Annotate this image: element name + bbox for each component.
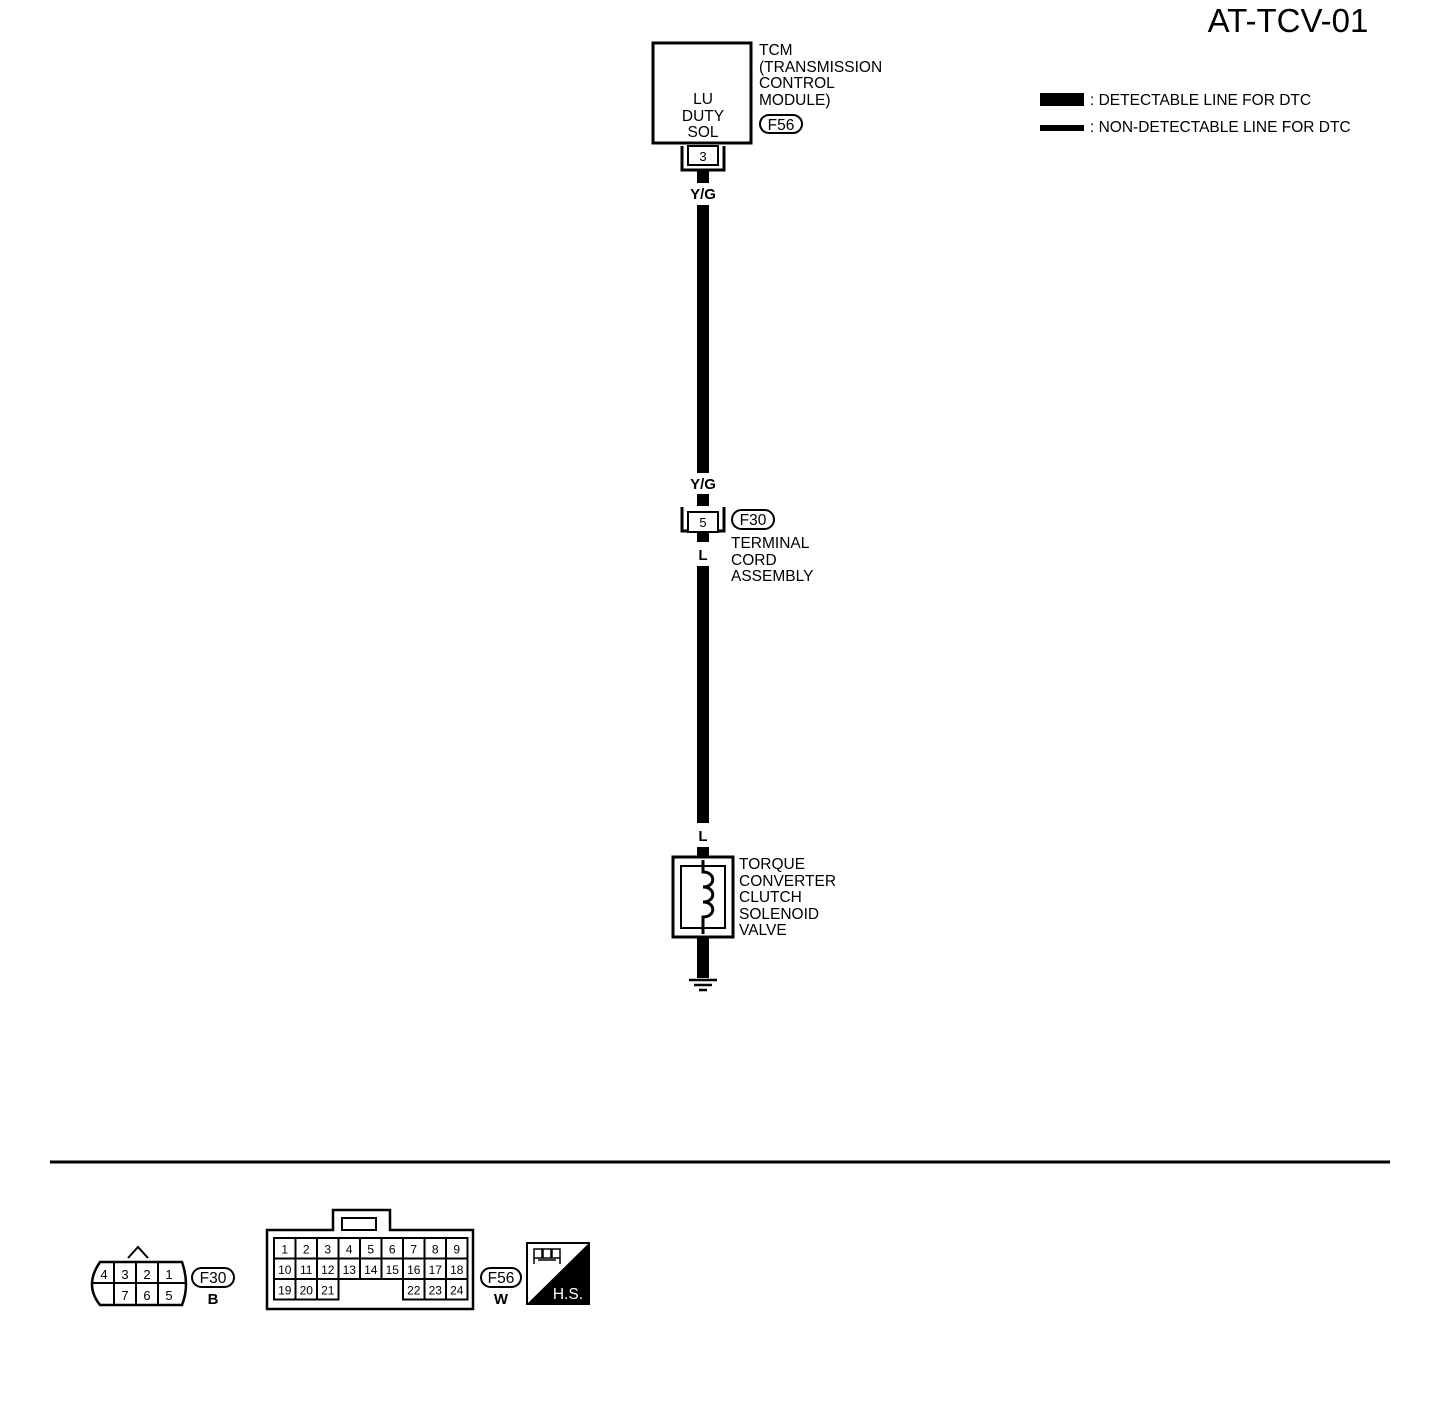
wire-lower (697, 566, 709, 823)
f56-pin-label: 15 (386, 1263, 400, 1277)
hand-connector-icon (533, 1248, 561, 1264)
legend-non-detectable-swatch (1040, 125, 1084, 131)
wire-stub-f30-top (697, 494, 709, 506)
f30-pin-box (687, 511, 719, 533)
f30-face-color: B (208, 1291, 219, 1308)
ground-icon (689, 978, 717, 992)
tcm-label-line-2: (TRANSMISSION (759, 59, 882, 76)
f56-face-color: W (494, 1291, 509, 1308)
solenoid-label-line-1: TORQUE (739, 856, 805, 873)
tcm-pin-bracket (680, 146, 726, 172)
f30-connector-face: 4 3 2 1 7 6 5 F30 B (90, 1245, 235, 1308)
f56-latch-icon (341, 1217, 377, 1231)
tcm-connector-id: F56 (768, 117, 795, 134)
coil-icon (701, 860, 715, 934)
f56-pin-label: 7 (410, 1243, 417, 1257)
f56-pin-label: 14 (364, 1263, 378, 1277)
f56-pin-label: 5 (367, 1243, 374, 1257)
f56-pin-cell (445, 1278, 469, 1301)
f30-face-pin: 3 (121, 1267, 128, 1282)
tcm-label-line-4: MODULE) (759, 92, 830, 109)
f56-pin-label: 1 (281, 1243, 288, 1257)
solenoid-label-line-3: CLUTCH (739, 889, 802, 906)
legend-detectable-label: : DETECTABLE LINE FOR DTC (1090, 92, 1311, 109)
diagram-id: AT-TCV-01 (1208, 2, 1369, 39)
f30-pin-number: 5 (699, 515, 706, 530)
f56-pin-label: 17 (429, 1263, 443, 1277)
f56-face-id: F56 (488, 1270, 515, 1287)
legend: : DETECTABLE LINE FOR DTC : NON-DETECTAB… (1040, 92, 1351, 136)
f56-pin-label: 20 (300, 1284, 314, 1298)
wire-stub-f30-bottom (697, 533, 709, 542)
f56-pin-label: 12 (321, 1263, 335, 1277)
wire-color-upper-bottom: Y/G (690, 476, 716, 493)
wire-ground (697, 938, 709, 978)
f56-pin-label: 2 (303, 1243, 310, 1257)
wire-color-lower-top: L (698, 547, 707, 564)
f56-pin-label: 4 (346, 1243, 353, 1257)
f30-face-id: F30 (200, 1270, 227, 1287)
f30-face-pin: 6 (143, 1288, 150, 1303)
f56-pin-label: 21 (321, 1284, 335, 1298)
f30-face-pin: 7 (121, 1288, 128, 1303)
f30-face-pin: 1 (165, 1267, 172, 1282)
solenoid-label-line-2: CONVERTER (739, 873, 836, 890)
tcm-box (651, 41, 753, 145)
f30-latch-icon (127, 1245, 149, 1259)
f30-connector-tag (731, 509, 775, 530)
f56-pin-label: 16 (407, 1263, 421, 1277)
f56-pin-cell (316, 1278, 340, 1301)
hs-label: H.S. (553, 1286, 583, 1303)
f56-pin-label: 24 (450, 1284, 464, 1298)
f30-connector-id: F30 (740, 512, 767, 529)
tcm-label-line-1: TCM (759, 42, 793, 59)
f30-face-pin: 5 (165, 1288, 172, 1303)
f56-pin-label: 13 (343, 1263, 357, 1277)
hs-triangle (527, 1243, 589, 1304)
tcm-module: LU DUTY SOL TCM (TRANSMISSION CONTROL MO… (651, 41, 882, 172)
legend-non-detectable-label: : NON-DETECTABLE LINE FOR DTC (1090, 119, 1351, 136)
tcm-inner-line-3: SOL (687, 124, 718, 141)
f56-pin-label: 19 (278, 1284, 292, 1298)
tcm-pin-box (687, 145, 719, 166)
f30-face-pin: 4 (100, 1267, 107, 1282)
legend-detectable-swatch (1040, 93, 1084, 106)
f56-pin-label: 10 (278, 1263, 292, 1277)
f56-pin-label: 18 (450, 1263, 464, 1277)
f56-pin-label: 23 (429, 1284, 443, 1298)
torque-converter-solenoid: TORQUE CONVERTER CLUTCH SOLENOID VALVE (671, 855, 836, 939)
solenoid-label-line-5: VALVE (739, 922, 787, 939)
f56-pin-label: 9 (453, 1243, 460, 1257)
wire-color-upper-top: Y/G (690, 186, 716, 203)
wire-stub-top (697, 171, 709, 183)
solenoid-label-line-4: SOLENOID (739, 906, 819, 923)
f56-pin-label: 22 (407, 1284, 421, 1298)
wire-color-lower-bottom: L (698, 828, 707, 845)
terminal-cord-line-1: TERMINAL (731, 535, 810, 552)
terminal-cord-connector: 5 F30 TERMINAL CORD ASSEMBLY (680, 507, 813, 585)
terminal-cord-line-3: ASSEMBLY (731, 568, 813, 585)
f56-pin-label: 8 (432, 1243, 439, 1257)
f30-face-pin: 2 (143, 1267, 150, 1282)
tcm-pin-number: 3 (699, 149, 706, 164)
harness-side-icon: H.S. (526, 1242, 590, 1305)
tcm-label-line-3: CONTROL (759, 75, 835, 92)
tcm-inner-line-1: LU (693, 91, 713, 108)
f56-pin-label: 3 (324, 1243, 331, 1257)
f30-face-tag (191, 1267, 235, 1288)
tcm-connector-tag (759, 114, 803, 134)
wire-upper (697, 205, 709, 473)
f56-face-tag (480, 1267, 522, 1288)
terminal-cord-line-2: CORD (731, 552, 777, 569)
tcm-inner-line-2: DUTY (682, 108, 724, 125)
f56-pin-label: 6 (389, 1243, 396, 1257)
f56-pin-label: 11 (300, 1263, 313, 1277)
